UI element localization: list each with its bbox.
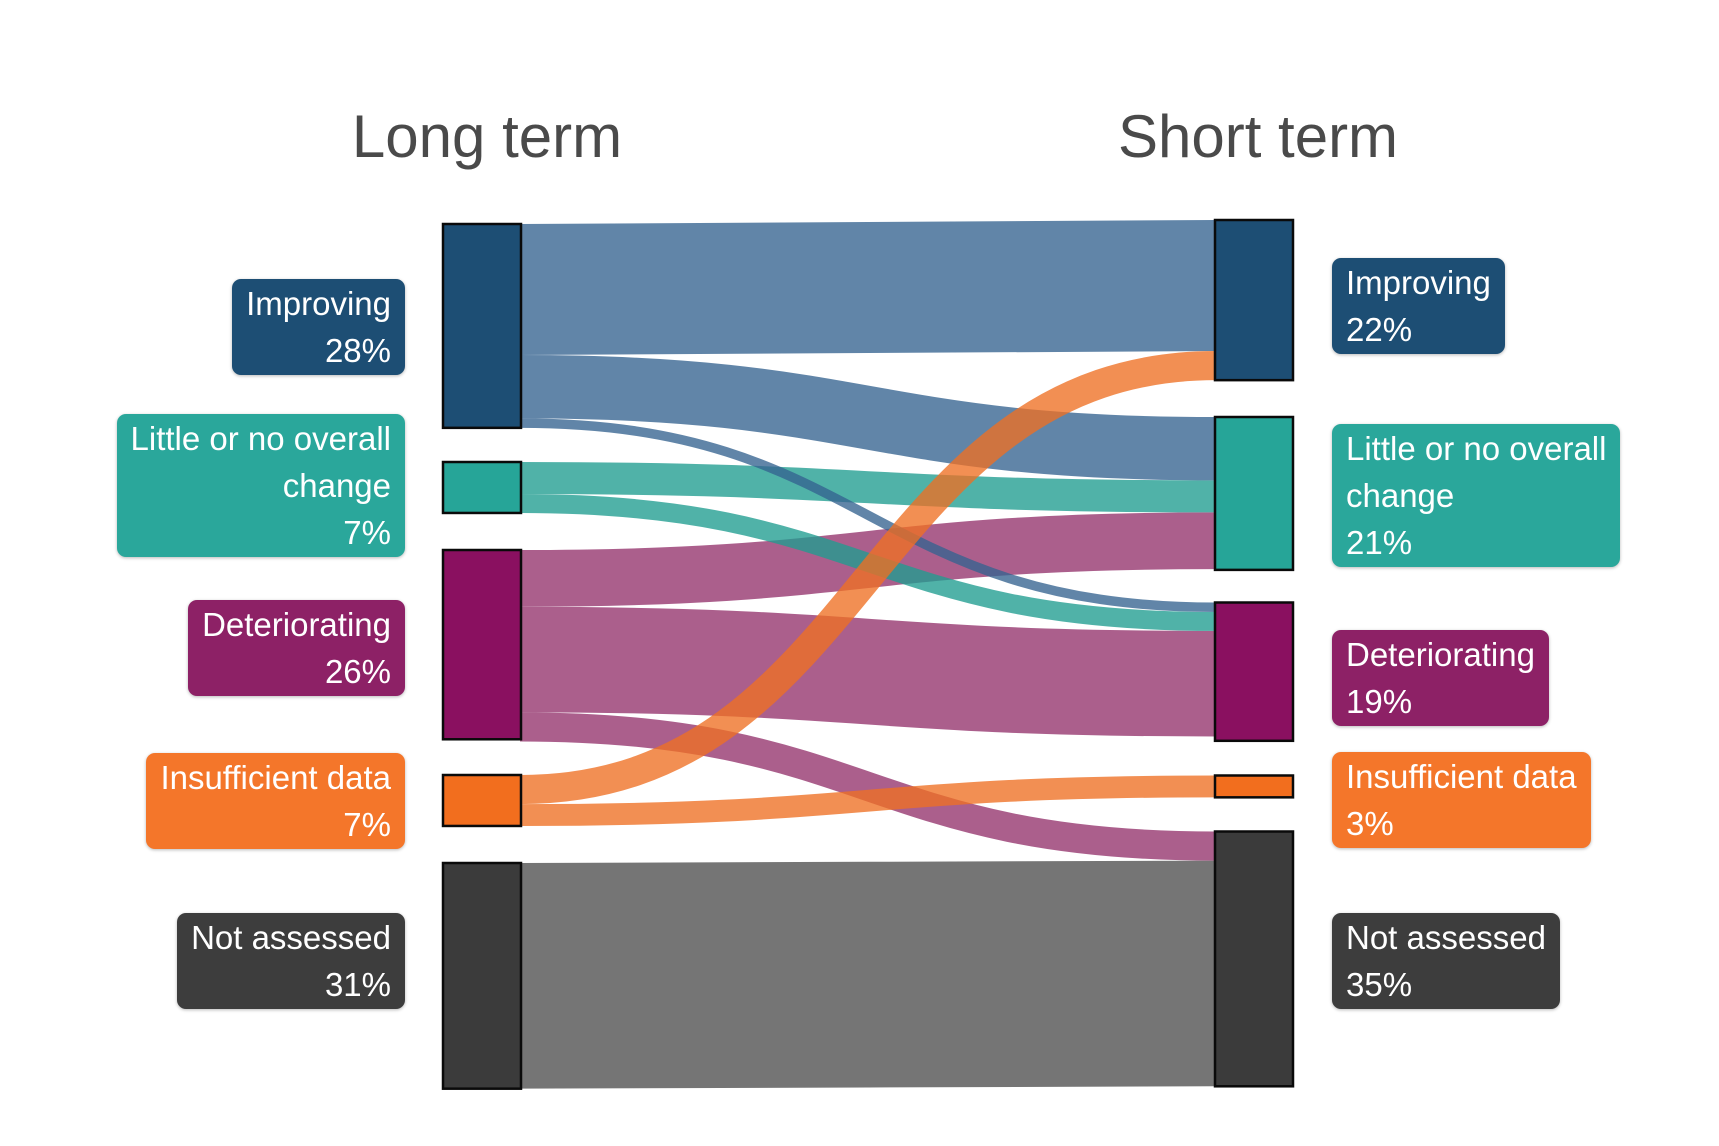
flow-insufficient_data-to-insufficient_data [519,775,1217,826]
flow-improving-to-little_change [519,355,1217,481]
flow-not_assessed-to-not_assessed [519,860,1217,1089]
label-short-term-improving: Improving 22% [1332,258,1505,354]
label-line: 19% [1346,683,1413,720]
label-line: Deteriorating [202,606,391,643]
label-long-term-little_change: Little or no overall change 7% [116,414,405,557]
label-line: 7% [343,806,391,843]
label-short-term-insufficient_data: Insufficient data 3% [1332,752,1591,848]
label-line: Insufficient data [1346,758,1577,795]
column-title-long-term: Long term [351,103,623,170]
label-line: 28% [324,332,391,369]
node-short-term-little_change [1213,415,1295,572]
label-line: Deteriorating [1346,636,1535,673]
node-long-term-improving [441,222,523,430]
label-line: Not assessed [191,919,391,956]
flow-improving-to-deteriorating [519,418,1217,612]
label-line: Little or no overall [130,420,391,457]
node-short-term-insufficient_data [1213,774,1295,799]
label-short-term-not_assessed: Not assessed 35% [1332,913,1560,1009]
node-short-term-not_assessed [1213,830,1295,1088]
flow-deteriorating-to-deteriorating [519,606,1217,737]
label-line: 35% [1346,966,1413,1003]
label-line: Improving [1346,264,1491,301]
node-short-term-deteriorating [1213,601,1295,743]
node-short-term-improving [1213,218,1295,382]
label-line: 3% [1346,805,1394,842]
label-line: change [1346,477,1455,514]
label-line: 22% [1346,311,1413,348]
label-long-term-deteriorating: Deteriorating 26% [188,600,405,696]
label-line: Insufficient data [160,759,391,796]
label-long-term-insufficient_data: Insufficient data 7% [146,753,405,849]
flow-improving-to-improving [519,220,1217,356]
label-line: Little or no overall [1346,430,1607,467]
node-long-term-insufficient_data [441,773,523,828]
label-line: 31% [324,966,391,1003]
label-line: 21% [1346,524,1413,561]
flow-little_change-to-little_change [519,462,1217,513]
flow-insufficient_data-to-improving [519,351,1217,805]
label-long-term-not_assessed: Not assessed 31% [177,913,405,1009]
label-line: change [282,467,391,504]
column-title-short-term: Short term [1117,103,1399,170]
label-line: 26% [324,653,391,690]
label-line: 7% [343,514,391,551]
node-long-term-little_change [441,460,523,515]
node-long-term-not_assessed [441,861,523,1090]
label-short-term-deteriorating: Deteriorating 19% [1332,630,1549,726]
label-line: Improving [246,285,391,322]
label-short-term-little_change: Little or no overall change 21% [1332,424,1621,567]
label-long-term-improving: Improving 28% [232,279,405,375]
flow-deteriorating-to-not_assessed [519,712,1217,861]
label-line: Not assessed [1346,919,1546,956]
node-long-term-deteriorating [441,548,523,741]
